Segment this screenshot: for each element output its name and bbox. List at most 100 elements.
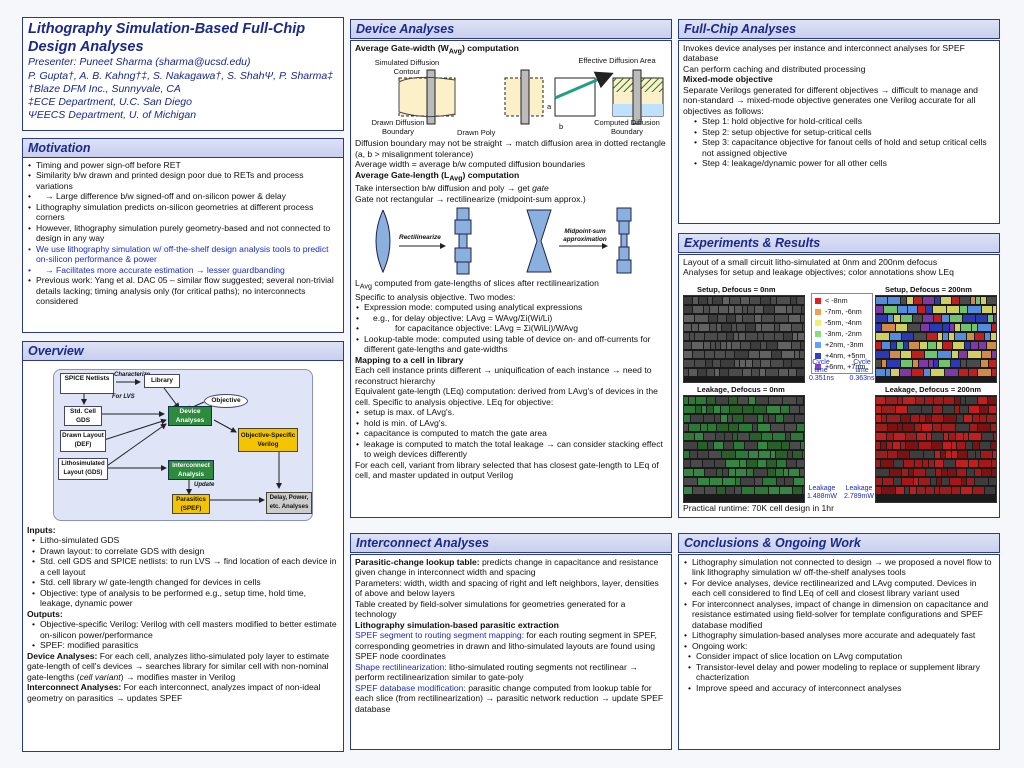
list-item: For interconnect analyses, impact of cha… (683, 599, 995, 630)
cell-block (887, 415, 900, 422)
cell-block (944, 415, 956, 422)
cell-block (958, 451, 967, 458)
cell-block (993, 306, 996, 313)
motivation-panel: Timing and power sign-off before RET Sim… (22, 157, 344, 333)
cell-block (743, 315, 754, 322)
cell-block (901, 351, 911, 358)
cell-block (881, 460, 893, 467)
fullchip-p4: Separate Verilogs generated for differen… (683, 84, 978, 116)
cell-block (742, 487, 754, 494)
cell-block (733, 415, 743, 422)
cell-block (950, 315, 962, 322)
cell-block (943, 342, 952, 349)
cell-block (803, 487, 804, 494)
cell-block (761, 342, 766, 349)
cell-block (876, 451, 887, 458)
cell-block (913, 360, 918, 367)
cell-block (715, 460, 725, 467)
cell-block (936, 469, 941, 476)
cell-block (950, 478, 961, 485)
cell-block (689, 424, 700, 431)
cell-block (898, 306, 907, 313)
affiliation-1: †Blaze DFM Inc., Sunnyvale, CA (28, 82, 181, 95)
cell-block (913, 315, 922, 322)
cell-block (909, 342, 919, 349)
cell-block (762, 315, 774, 322)
cell-block (684, 351, 692, 358)
cell-block (960, 306, 967, 313)
cell-block (706, 360, 712, 367)
cell-block (964, 433, 968, 440)
objective-verilog-box: Objective-Specific Verilog (238, 428, 298, 452)
cell-block (935, 487, 939, 494)
list-item: Lookup-table mode: computed using table … (355, 334, 667, 355)
cell-block (717, 487, 725, 494)
cell-block (698, 442, 707, 449)
cell-block (684, 315, 694, 322)
cell-block (914, 333, 926, 340)
cell-block (764, 306, 774, 313)
cell-block (787, 306, 792, 313)
cell-block (940, 487, 951, 494)
cell-block (876, 333, 889, 340)
cell-block (735, 306, 742, 313)
cell-block (745, 442, 757, 449)
cell-block (684, 469, 693, 476)
cell-block (784, 415, 794, 422)
cell-block (744, 415, 757, 422)
cell-block (684, 487, 692, 494)
cell-block (727, 333, 733, 340)
std-cell-gds-box: Std. Cell GDS (64, 406, 102, 426)
cell-block (948, 469, 956, 476)
cell-block (882, 415, 886, 422)
cell-block (751, 342, 760, 349)
cell-block (763, 478, 776, 485)
cell-block (798, 333, 804, 340)
cell-block (952, 487, 960, 494)
cell-block (705, 487, 716, 494)
cell-block (707, 369, 714, 376)
cell-block (726, 351, 734, 358)
cell-block (797, 297, 804, 304)
cell-block (993, 451, 996, 458)
cell-block (942, 478, 949, 485)
cell-block (732, 342, 740, 349)
cell-block (758, 442, 767, 449)
cell-block (969, 406, 979, 413)
cell-block (758, 424, 770, 431)
cell-block (736, 478, 740, 485)
cell-block (978, 397, 987, 404)
list-item: Step 4: leakage/dynamic power for all ot… (693, 158, 995, 169)
device-panel: Average Gate-width (WAvg) computation Si… (350, 40, 672, 518)
cell-block (994, 433, 996, 440)
setup-200nm-title: Setup, Defocus = 200nm (885, 285, 972, 294)
cell-block (755, 487, 768, 494)
cell-block (886, 369, 890, 376)
cell-block (985, 487, 995, 494)
cell-block (746, 333, 757, 340)
list-item: Consider impact of slice location on LAv… (687, 651, 995, 662)
cell-block (882, 487, 895, 494)
cell-block (966, 397, 977, 404)
cell-block (876, 306, 883, 313)
legend-label: +6nm, +7nm (825, 362, 866, 371)
cell-block (713, 360, 720, 367)
cell-block (979, 460, 991, 467)
cell-block (692, 342, 703, 349)
cell-block (915, 460, 922, 467)
cell-block (771, 424, 784, 431)
list-item: Objective-specific Verilog: Verilog with… (31, 619, 339, 640)
cell-block (982, 433, 993, 440)
cell-block (971, 297, 975, 304)
cell-block (876, 360, 881, 367)
list-item: Drawn layout: to correlate GDS with desi… (31, 546, 339, 557)
cell-block (981, 297, 986, 304)
cell-block (932, 433, 943, 440)
cell-block (918, 306, 925, 313)
spice-netlists-box: SPICE Netlists (60, 373, 114, 394)
cell-block (690, 451, 697, 458)
cell-block (992, 351, 996, 358)
cell-block (876, 324, 881, 331)
cell-block (721, 406, 729, 413)
cell-block (900, 369, 911, 376)
